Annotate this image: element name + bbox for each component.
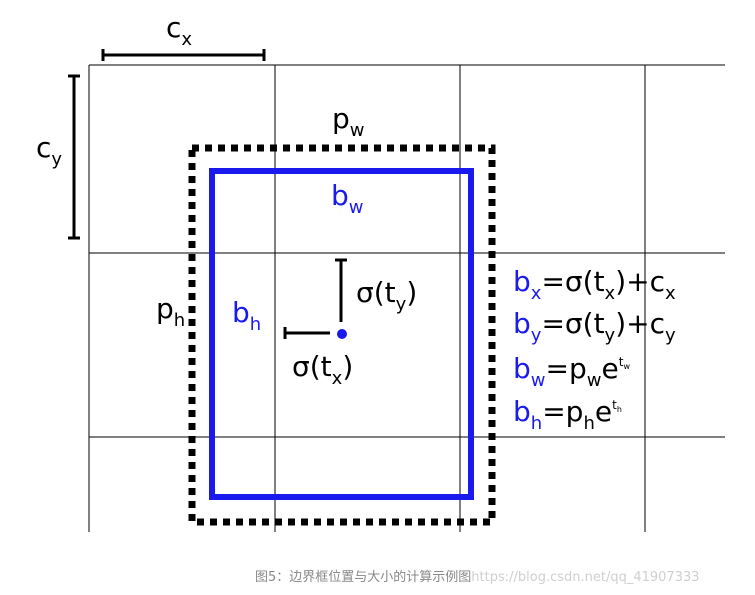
prior-box bbox=[188, 144, 496, 526]
caption-text: 图5：边界框位置与大小的计算示例图 bbox=[255, 570, 472, 585]
sigma-tx-bar bbox=[283, 327, 330, 339]
sigma-tx-label: σ(tx) bbox=[292, 350, 353, 389]
center-point bbox=[337, 329, 347, 339]
cx-bar bbox=[101, 49, 266, 61]
predicted-box bbox=[209, 168, 474, 500]
equation-bh: bh=pheth bbox=[513, 395, 622, 434]
equation-by: by=σ(ty)+cy bbox=[513, 307, 676, 346]
equation-bx: bx=σ(tx)+cx bbox=[513, 265, 676, 304]
watermark-text: https://blog.csdn.net/qq_41907333 bbox=[471, 570, 700, 585]
pw-label: pw bbox=[332, 102, 365, 141]
cy-bar bbox=[68, 74, 80, 240]
equation-bw: bw=pwetw bbox=[513, 352, 630, 391]
equations: bx=σ(tx)+cx by=σ(ty)+cy bw=pwetw bh=phet… bbox=[513, 265, 676, 434]
figure-caption: 图5：边界框位置与大小的计算示例图https://blog.csdn.net/q… bbox=[255, 566, 755, 585]
sigma-ty-label: σ(ty) bbox=[356, 276, 417, 315]
bh-label: bh bbox=[232, 296, 261, 335]
sigma-ty-bar bbox=[335, 258, 347, 322]
bw-label: bw bbox=[331, 179, 364, 218]
cx-label: cx bbox=[166, 11, 192, 50]
cy-label: cy bbox=[36, 131, 62, 170]
ph-label: ph bbox=[156, 292, 185, 331]
